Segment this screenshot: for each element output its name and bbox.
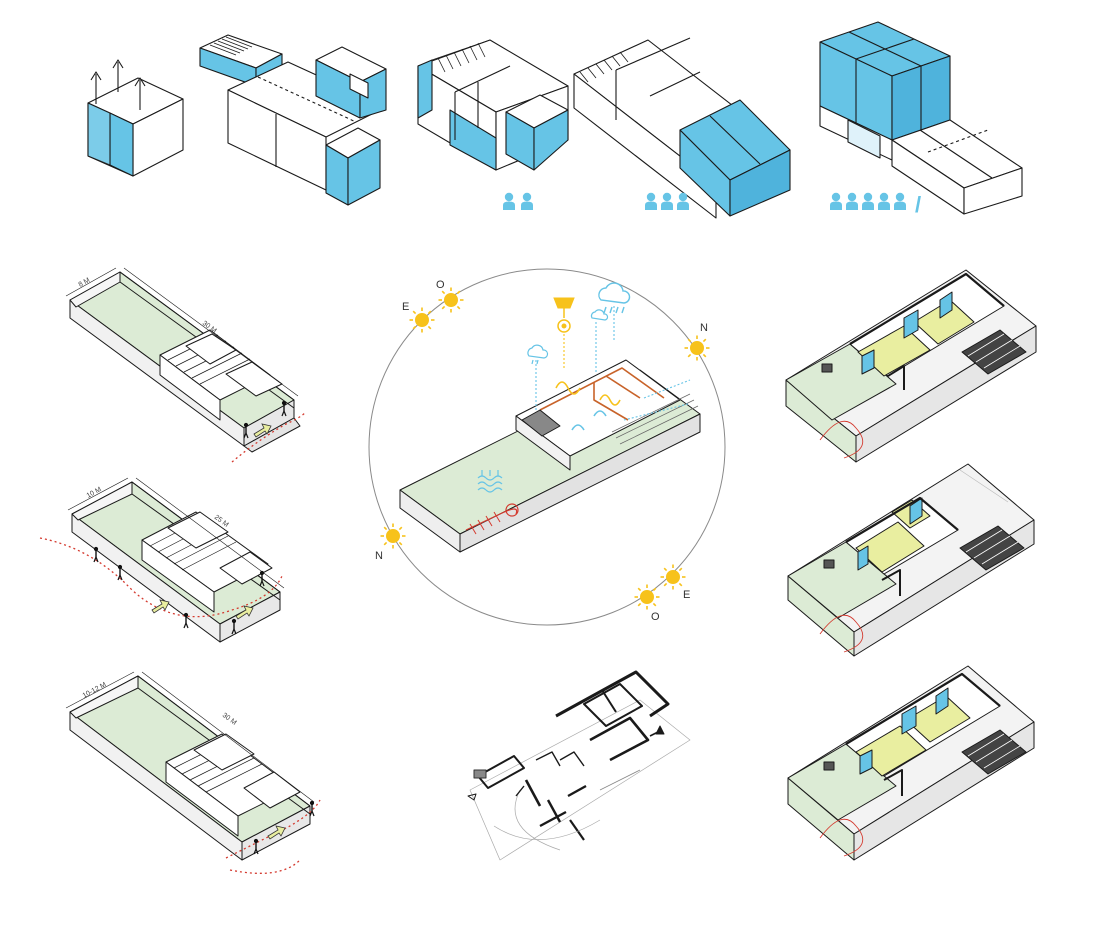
occupants-stage-3	[503, 192, 533, 210]
lot-c-length-label: 30 M	[221, 712, 238, 727]
person-icon	[862, 192, 874, 210]
lot-a-width-label: 8 M	[78, 277, 92, 289]
lot-b-width-label: 10 M	[86, 486, 103, 500]
massing-stage-1	[87, 59, 184, 177]
water-tank-icon	[477, 470, 503, 493]
compass-e-bottom: E	[683, 589, 690, 601]
floor-plan	[467, 670, 691, 861]
compass-labels: E O N N O E	[375, 279, 708, 623]
sun-icon	[379, 522, 407, 550]
cloud-icon	[590, 309, 609, 321]
lot-axonometric-a	[65, 267, 307, 463]
compass-n-right: N	[700, 322, 708, 334]
sun-icon	[408, 306, 436, 334]
occupant-separator: /	[915, 192, 921, 217]
person-icon	[894, 192, 906, 210]
furnished-variant-2	[787, 463, 1035, 657]
compass-e-top: E	[402, 301, 409, 313]
person-icon	[878, 192, 890, 210]
compass-o-top: O	[436, 279, 445, 291]
person-icon	[521, 192, 533, 210]
massing-stage-5	[819, 21, 1023, 215]
person-icon	[846, 192, 858, 210]
sun-icon	[437, 286, 465, 314]
occupants-stage-5	[830, 192, 906, 210]
compass-n-left: N	[375, 550, 383, 562]
lot-axonometric-b	[39, 477, 285, 643]
furnished-variant-1	[785, 269, 1037, 463]
sun-path-circle	[368, 268, 726, 626]
cloud-rain-icon	[598, 282, 631, 314]
massing-stage-3	[417, 39, 569, 171]
massing-stage-4	[573, 37, 791, 219]
furnished-variant-3	[787, 665, 1035, 861]
person-icon	[830, 192, 842, 210]
person-icon	[645, 192, 657, 210]
compass-o-bottom: O	[651, 611, 660, 623]
person-icon	[183, 612, 189, 629]
cloud-rain-icon	[527, 344, 549, 365]
person-icon	[661, 192, 673, 210]
sun-icon	[633, 583, 661, 611]
massing-stage-2	[199, 34, 387, 206]
central-site-axonometric	[399, 359, 701, 553]
lamp-icon	[553, 297, 575, 333]
lot-axonometric-c	[65, 671, 321, 874]
occupants-stage-4	[645, 192, 689, 210]
person-icon	[503, 192, 515, 210]
climate-flows	[535, 306, 691, 431]
sun-icon	[659, 563, 687, 591]
sun-icon	[683, 334, 711, 362]
